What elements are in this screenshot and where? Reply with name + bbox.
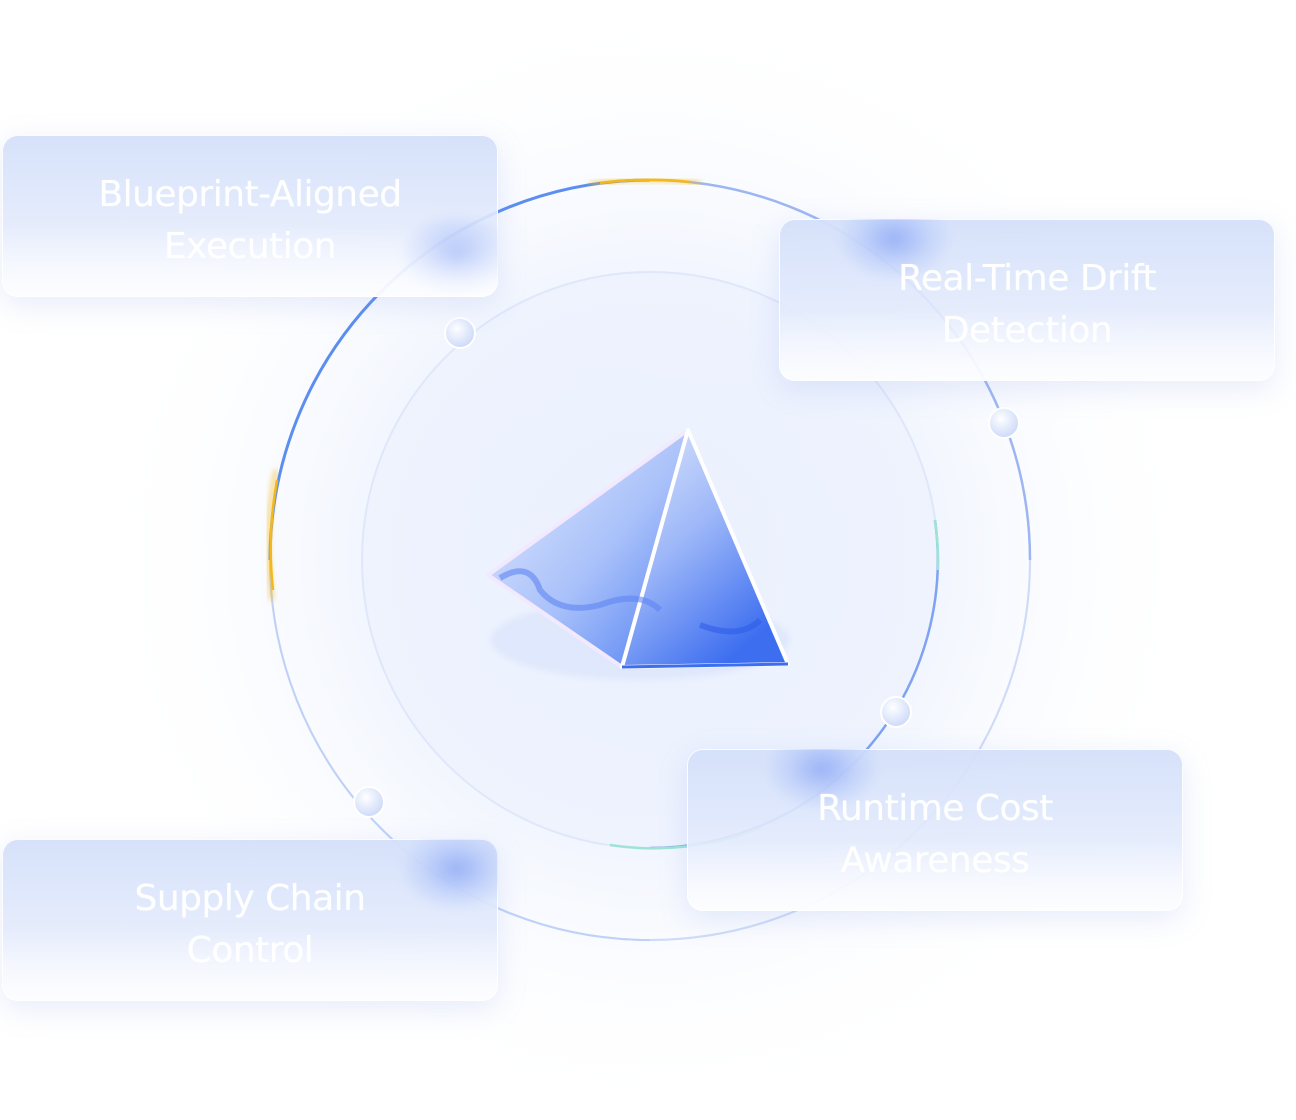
pyramid-prism-icon bbox=[486, 428, 790, 680]
card-label-line-2: Execution bbox=[163, 226, 337, 267]
ring-accent-yellow-left bbox=[266, 469, 278, 601]
connector-dot-tr bbox=[988, 407, 1020, 439]
connector-dot-br bbox=[880, 696, 912, 728]
card-label: Runtime Cost Awareness bbox=[687, 783, 1183, 887]
card-label: Real-Time Drift Detection bbox=[779, 253, 1275, 357]
card-blueprint-aligned-execution: Blueprint-Aligned Execution bbox=[2, 135, 498, 297]
card-label-line-1: Real-Time Drift bbox=[897, 258, 1157, 299]
card-label: Supply Chain Control bbox=[2, 873, 498, 977]
card-real-time-drift-detection: Real-Time Drift Detection bbox=[779, 219, 1275, 381]
card-supply-chain-control: Supply Chain Control bbox=[2, 839, 498, 1001]
card-label-line-1: Blueprint-Aligned bbox=[98, 174, 402, 215]
card-label: Blueprint-Aligned Execution bbox=[2, 169, 498, 273]
card-label-line-1: Runtime Cost bbox=[817, 788, 1053, 829]
card-label-line-2: Detection bbox=[941, 310, 1113, 351]
connector-dot-bl bbox=[353, 786, 385, 818]
card-label-line-1: Supply Chain bbox=[134, 878, 366, 919]
card-glow bbox=[402, 839, 498, 909]
card-runtime-cost-awareness: Runtime Cost Awareness bbox=[687, 749, 1183, 911]
connector-dot-tl bbox=[444, 317, 476, 349]
card-label-line-2: Awareness bbox=[840, 840, 1030, 881]
card-label-line-2: Control bbox=[186, 930, 314, 971]
